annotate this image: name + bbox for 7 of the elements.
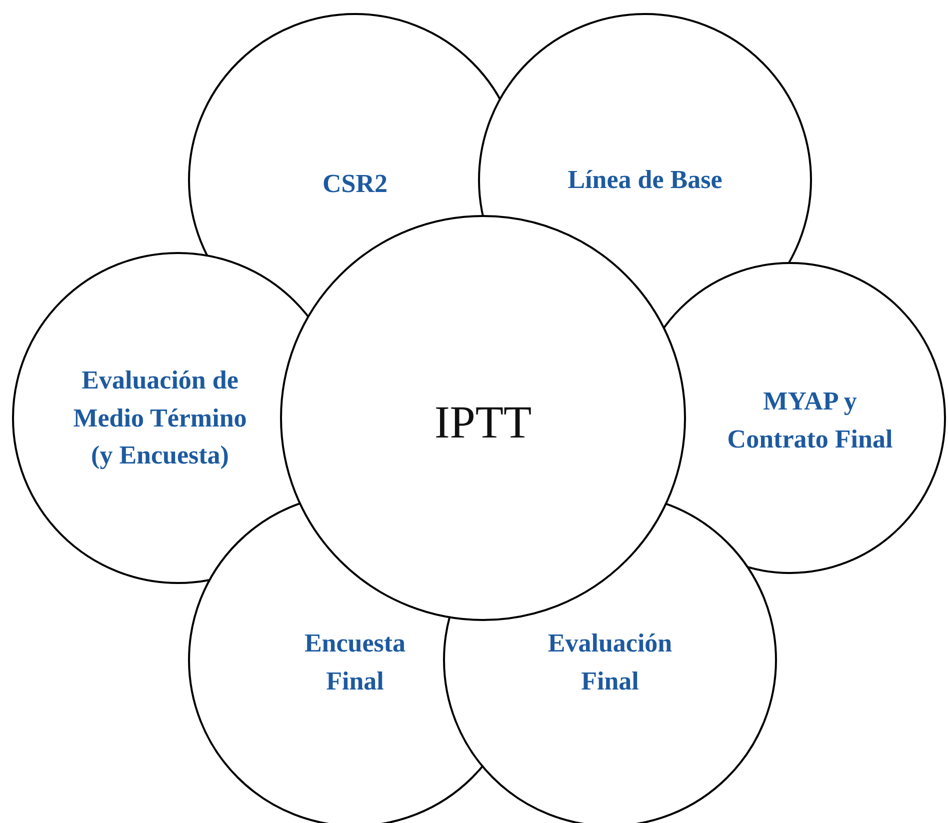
- circle-label: CSR2: [322, 168, 388, 200]
- circle-label: Línea de Base: [568, 164, 722, 196]
- circle-label: MYAP y Contrato Final: [726, 385, 894, 455]
- circle-label: Encuesta Final: [303, 627, 407, 697]
- circle-label: Evaluación Final: [546, 627, 674, 697]
- circle-label: IPTT: [434, 395, 532, 450]
- circle-label: Evaluación de Medio Término (y Encuesta): [72, 364, 248, 472]
